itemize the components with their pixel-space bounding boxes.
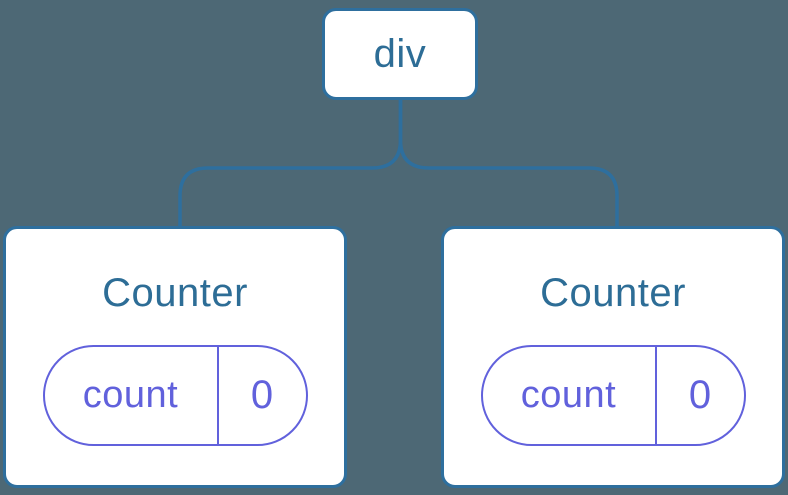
state-value: 0 xyxy=(688,373,712,417)
state-pill: count 0 xyxy=(480,345,746,446)
component-title: Counter xyxy=(540,271,686,315)
component-card-right: Counter count 0 xyxy=(441,226,785,488)
state-pill: count 0 xyxy=(42,345,308,446)
root-node: div xyxy=(322,8,478,100)
root-node-label: div xyxy=(373,32,427,76)
state-key: count xyxy=(483,347,657,444)
state-value: 0 xyxy=(250,373,274,417)
connector-right-branch xyxy=(398,100,619,227)
component-card-left: Counter count 0 xyxy=(3,226,347,488)
connector-left-branch xyxy=(178,100,403,227)
state-key: count xyxy=(45,347,219,444)
component-title: Counter xyxy=(102,271,248,315)
